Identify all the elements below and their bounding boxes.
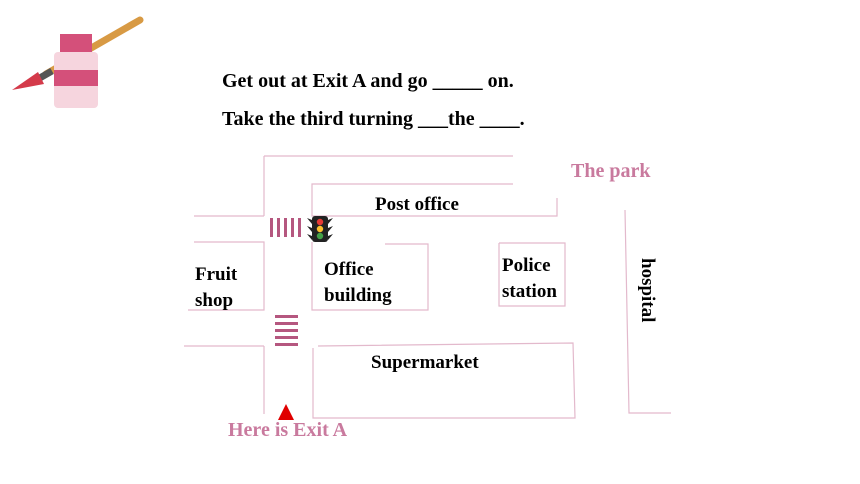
hospital-label: hospital (637, 258, 658, 323)
police-station-label-line1: Police (502, 255, 551, 276)
crosswalk-vertical-icon (275, 315, 298, 346)
office-building-label-line2: building (324, 285, 392, 306)
the-park-label: The park (571, 160, 651, 182)
exit-a-label: Here is Exit A (228, 419, 348, 441)
paint-bottle-with-brush-icon (12, 16, 144, 108)
red-triangle-marker-icon (278, 404, 294, 420)
supermarket-label: Supermarket (371, 352, 479, 373)
instruction-line-2: Take the third turning ___the ____. (222, 108, 525, 130)
traffic-light-icon (307, 216, 333, 242)
crosswalk-horizontal-icon (270, 218, 301, 237)
office-building-label-line1: Office (324, 259, 374, 280)
police-station-label-line2: station (502, 281, 557, 302)
fruit-shop-label-line1: Fruit (195, 264, 238, 285)
fruit-shop-label-line2: shop (195, 290, 234, 311)
post-office-label: Post office (375, 194, 459, 215)
instruction-line-1: Get out at Exit A and go _____ on. (222, 70, 514, 92)
